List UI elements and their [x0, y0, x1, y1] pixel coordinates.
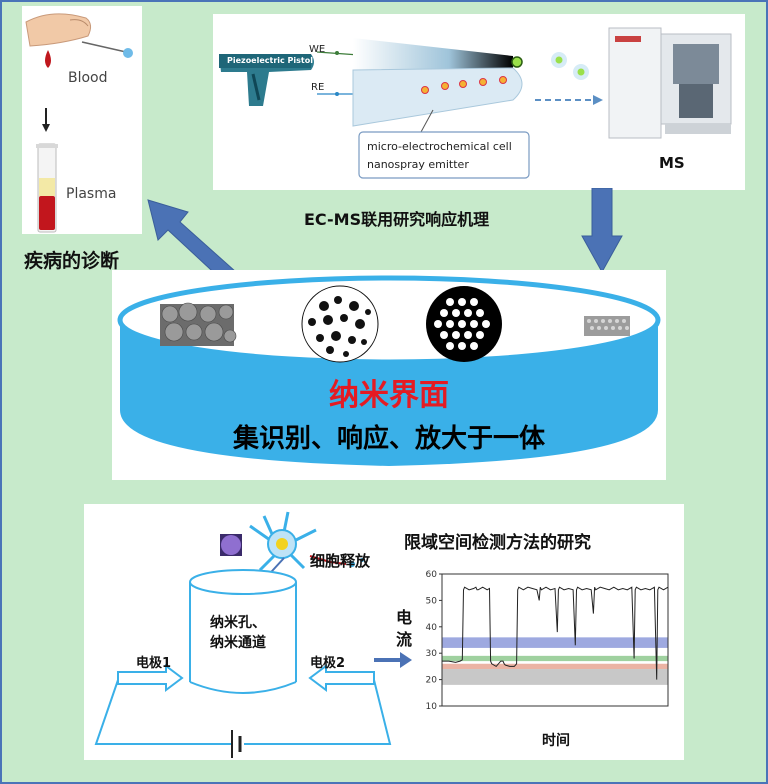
ecms-caption: EC-MS联用研究响应机理: [304, 210, 490, 229]
pistol-label: Piezoelectric Pistol: [227, 56, 313, 65]
diagnosis-label: 疾病的诊断: [24, 250, 120, 272]
nanopore-membrane-image: [584, 316, 630, 336]
re-label: RE: [311, 82, 325, 93]
mass-spectrometer-icon: [608, 27, 732, 139]
study-title: 限域空间检测方法的研究: [404, 533, 591, 553]
circuit-wire-right: [244, 679, 392, 745]
test-tube-icon: [36, 143, 58, 233]
current-band-1: [442, 655, 668, 662]
nano-interface-subtitle: 集识别、响应、放大于一体: [232, 424, 545, 454]
blood-plasma-panel: Blood Plasma: [22, 6, 142, 234]
nano-interface-title: 纳米界面: [329, 378, 449, 413]
y-tick-label: 50: [426, 596, 438, 606]
nanospray-emitter-icon: [352, 38, 523, 127]
finger-icon: [25, 13, 92, 47]
y-tick-label: 60: [426, 570, 438, 580]
battery-icon: [231, 730, 242, 758]
pore-label-line2: 纳米通道: [210, 635, 266, 651]
circuit-wire-left: [94, 679, 232, 745]
electrode2-label: 电极2: [310, 656, 346, 671]
nanoparticle-sem-image: [160, 302, 237, 346]
current-trace-line: [442, 586, 669, 680]
current-band-2: [442, 663, 668, 670]
y-tick-label: 30: [426, 649, 438, 659]
blood-drop-icon: [45, 50, 51, 68]
blood-label: Blood: [68, 70, 108, 86]
emitter-callout-box: [358, 131, 530, 179]
electrode1-arrow-icon: [117, 664, 184, 692]
ms-label: MS: [659, 154, 685, 172]
nanopore-cylinder-icon: [189, 569, 297, 694]
nanopore-setup-illustration: [94, 511, 412, 758]
hexagonal-nanopore-array-image: [426, 286, 502, 362]
ecms-panel: Piezoelectric Pistol WE RE micro-electro…: [213, 14, 745, 190]
electrode2-arrow-icon: [308, 664, 375, 692]
y-tick-label: 40: [426, 623, 438, 633]
current-trace-chart: 10 20 30 40 50 60: [426, 570, 669, 712]
nanoparticle-tem-image: [301, 285, 379, 363]
plasma-label: Plasma: [66, 186, 117, 202]
piezoelectric-pistol-icon: [219, 54, 314, 106]
nanoparticle-icon: [220, 534, 242, 556]
y-tick-label: 20: [426, 676, 438, 686]
diagnosis-arrow-icon: [147, 199, 237, 280]
current-band-3: [442, 669, 668, 685]
dish-rim: [117, 275, 661, 365]
pore-label-line1: 纳米孔、: [210, 615, 266, 631]
nanopore-panel: 细胞释放 纳米孔、 纳米通道 电极1 电极2 电 流 限域空间检测方法的研究 时…: [84, 504, 684, 760]
y-tick-label: 10: [426, 702, 438, 712]
nano-dish-illustration: [117, 275, 661, 466]
neuron-cell-icon: [249, 511, 364, 572]
lancet-icon: [81, 41, 127, 53]
we-label: WE: [309, 44, 326, 55]
lancet-tip-icon: [123, 48, 133, 58]
cell-release-label: 细胞释放: [310, 552, 371, 570]
ecms-down-arrow-icon: [581, 188, 623, 274]
current-label-line1: 电: [396, 608, 413, 627]
plot-frame: [441, 573, 669, 707]
nano-interface-panel: 纳米界面 集识别、响应、放大于一体: [112, 270, 666, 480]
blood-sampling-illustration: [25, 13, 133, 233]
electrode1-label: 电极1: [136, 656, 172, 671]
current-band-0: [442, 637, 668, 648]
time-label: 时间: [542, 733, 570, 749]
ecms-setup-illustration: [219, 27, 732, 179]
to-chart-arrow-icon: [374, 652, 412, 668]
callout-line1: micro-electrochemical cell: [367, 140, 512, 153]
callout-line2: nanospray emitter: [367, 158, 469, 171]
current-label-line2: 流: [396, 630, 413, 649]
